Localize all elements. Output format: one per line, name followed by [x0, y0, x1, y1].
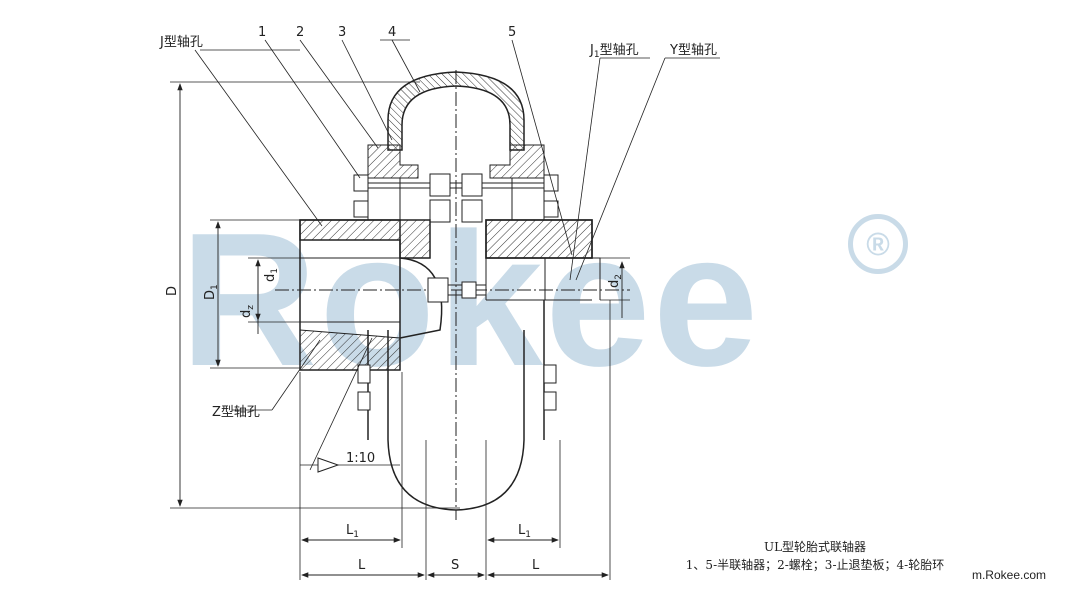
left-clamp — [367, 144, 419, 179]
bolt-center-right — [461, 281, 477, 299]
label-part2: 2 — [296, 25, 304, 40]
right-flange-plate — [511, 177, 545, 221]
tyre-ring-bottom — [387, 439, 525, 511]
label-taper: 1:10 — [346, 451, 375, 466]
label-j1-bore: J1型轴孔 — [589, 43, 639, 60]
dim-d2-text: d2 — [607, 274, 624, 288]
bolt-upper-right — [456, 173, 559, 197]
bolt-lower-left-1 — [357, 364, 371, 384]
label-part1: 1 — [258, 25, 266, 40]
watermark-text: Rokee — [180, 194, 761, 406]
z-bore-taper — [299, 329, 401, 371]
dim-L-right-text: L — [532, 558, 540, 573]
dim-dz-text: dz — [239, 305, 256, 318]
dim-S-text: S — [451, 558, 459, 573]
left-flange-plate — [367, 177, 401, 221]
caption-legend: 1、5-半联轴器；2-螺栓；3-止退垫板；4-轮胎环 — [685, 558, 945, 572]
dim-D-text: D — [165, 286, 180, 296]
right-clamp — [489, 144, 545, 179]
dim-d1-text: d1 — [263, 268, 280, 282]
bolt-lower-right-2 — [543, 391, 557, 411]
taper-symbol — [317, 457, 340, 473]
right-hub-body — [485, 219, 593, 259]
caption-title: UL型轮胎式联轴器 — [763, 540, 867, 554]
bolt-lower-right-1 — [543, 364, 557, 384]
dim-L-left-text: L — [358, 558, 366, 573]
label-part5: 5 — [508, 25, 516, 40]
bolt-mid-right — [461, 199, 559, 223]
site-url: m.Rokee.com — [971, 568, 1046, 582]
label-part3: 3 — [338, 25, 346, 40]
dim-L1-left-text: L1 — [346, 523, 359, 540]
bolt-lower-left-2 — [357, 391, 371, 411]
bolt-upper-left — [353, 173, 456, 197]
label-z-bore: Z型轴孔 — [212, 405, 260, 420]
right-hub — [485, 219, 593, 259]
dim-L1-right-text: L1 — [518, 523, 531, 540]
bolt-mid-left — [353, 199, 451, 223]
label-part4: 4 — [388, 25, 396, 40]
label-j-bore: J型轴孔 — [159, 35, 203, 50]
label-y-bore: Y型轴孔 — [669, 43, 717, 58]
registered-mark: ® — [848, 214, 908, 274]
left-hub — [299, 219, 431, 259]
dim-D1-text: D1 — [203, 284, 220, 300]
bolt-center-left — [427, 277, 449, 303]
